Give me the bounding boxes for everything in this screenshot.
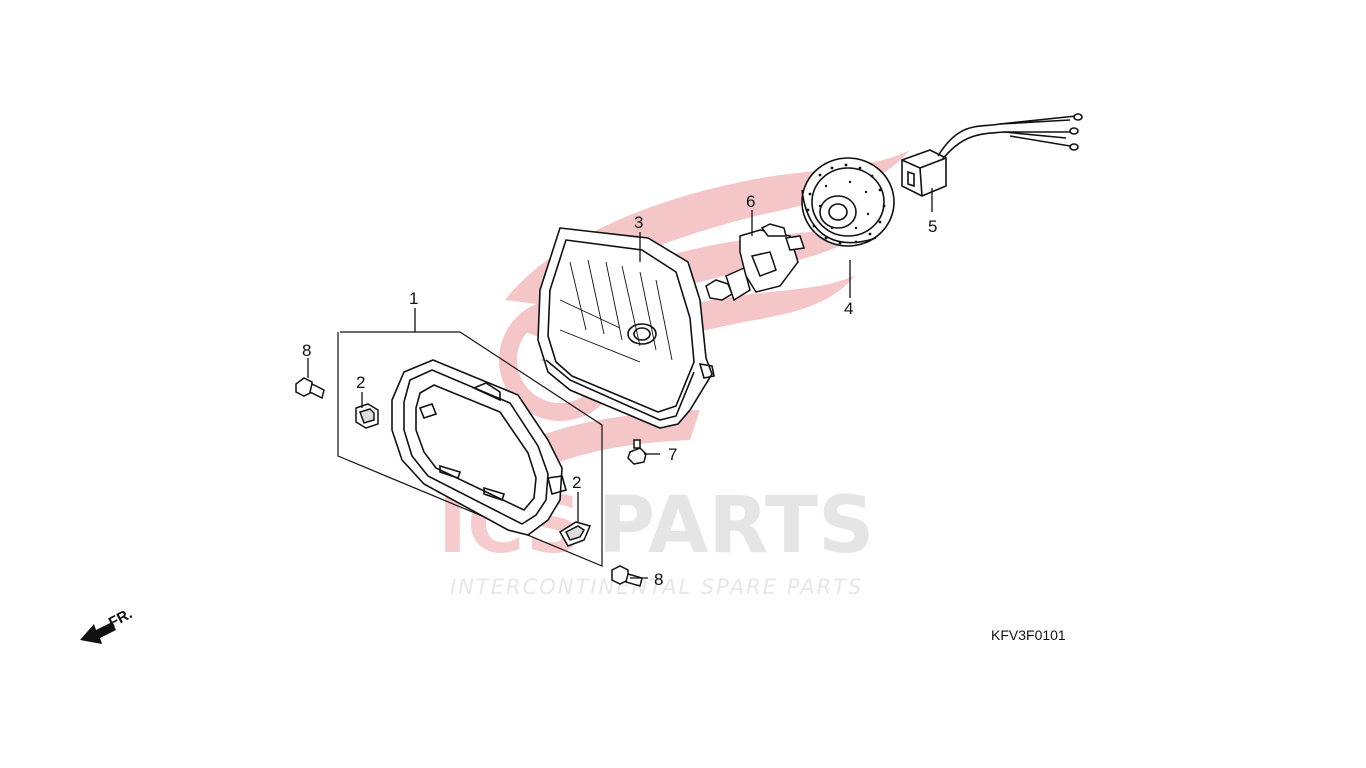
callout-part-1: 1: [409, 289, 418, 308]
clip-right: [558, 521, 592, 547]
watermark-word: PARTS: [598, 481, 874, 571]
callout-part-8-left: 8: [302, 341, 311, 360]
callout-part-8-right: 8: [654, 570, 663, 589]
leader-lines: [307, 188, 933, 579]
callout-part-3: 3: [634, 213, 643, 232]
headlight-bulb: [705, 223, 805, 302]
screw-8-right: [611, 565, 643, 587]
clip-left: [355, 403, 379, 429]
screw-7: [627, 439, 647, 465]
callout-part-2-left: 2: [356, 373, 365, 392]
headlight-rim: [337, 331, 603, 567]
callout-part-2-right: 2: [572, 473, 581, 492]
dust-cover: [801, 157, 895, 247]
screw-8-left: [295, 377, 325, 400]
callout-part-7: 7: [668, 445, 677, 464]
callout-part-6: 6: [746, 192, 755, 211]
watermark-tagline: INTERCONTINENTAL SPARE PARTS: [450, 575, 863, 599]
callout-part-5: 5: [928, 217, 937, 236]
headlight-unit: [537, 227, 715, 429]
diagram-code: KFV3F0101: [991, 627, 1066, 643]
arrow-left-down-icon: [80, 622, 116, 644]
headlight-socket: [901, 113, 1083, 197]
callout-part-4: 4: [844, 299, 853, 318]
front-direction-indicator: FR.: [80, 605, 135, 644]
